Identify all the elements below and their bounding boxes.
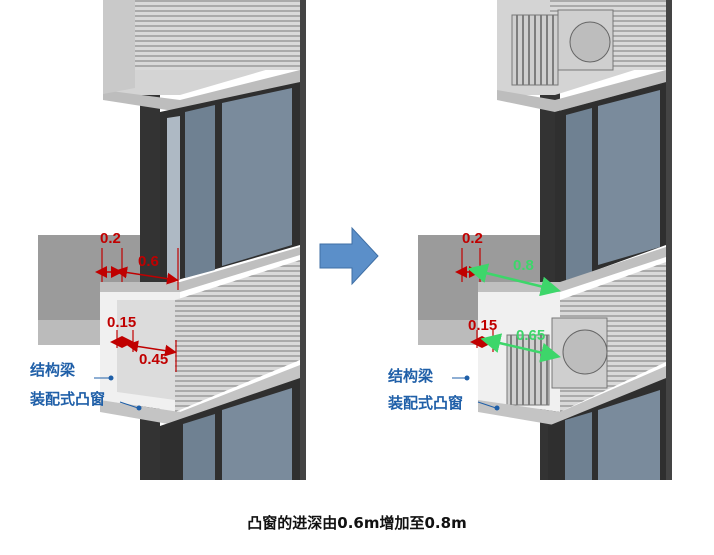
left-label-structural-beam: 结构梁 <box>30 361 76 379</box>
left-dim-inner-depth: 0.45 <box>139 351 168 368</box>
right-dimensions: 0.2 0.8 0.15 0.65 <box>455 230 561 363</box>
right-label-structural-beam: 结构梁 <box>388 367 434 385</box>
left-label-bay-window: 装配式凸窗 <box>29 390 105 408</box>
right-arrow-icon <box>319 226 379 286</box>
right-dim-wall-thickness: 0.15 <box>468 317 497 334</box>
left-callouts: 结构梁 装配式凸窗 <box>29 361 142 411</box>
right-label-bay-window: 装配式凸窗 <box>387 394 463 412</box>
right-dim-inner-depth: 0.65 <box>516 327 545 344</box>
left-dim-bay-depth: 0.6 <box>138 253 159 270</box>
left-dim-wall-thickness: 0.15 <box>107 314 136 331</box>
right-callouts: 结构梁 装配式凸窗 <box>387 367 500 412</box>
right-dim-bay-depth: 0.8 <box>513 257 534 274</box>
left-dimensions: 0.2 0.6 0.15 0.45 <box>95 230 179 372</box>
left-building-illustration <box>38 0 306 480</box>
right-dim-beam-width: 0.2 <box>462 230 483 247</box>
left-dim-beam-width: 0.2 <box>100 230 121 247</box>
diagram-caption: 凸窗的进深由0.6m增加至0.8m <box>247 514 467 532</box>
